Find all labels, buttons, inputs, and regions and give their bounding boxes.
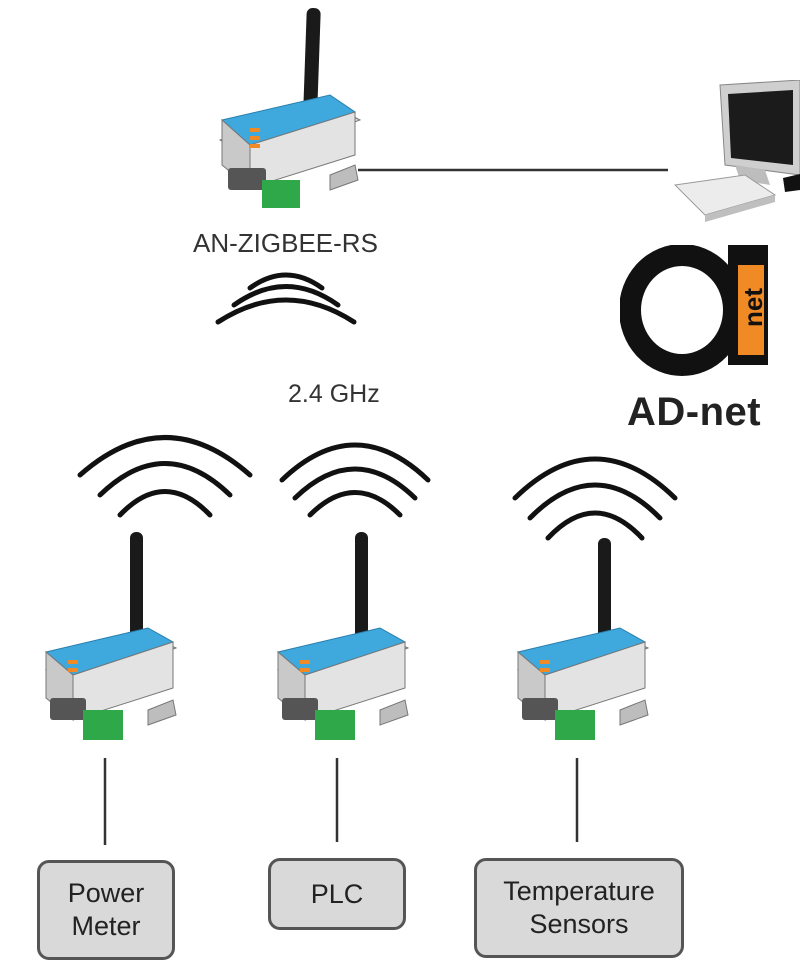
- logo-net-text: net: [737, 288, 768, 327]
- device-3-signal-waves: [512, 456, 678, 541]
- gateway-signal-waves: [215, 272, 357, 325]
- gateway-device: [218, 7, 362, 208]
- frequency-label: 2.4 GHz: [288, 380, 380, 408]
- adnet-logo: [620, 245, 768, 376]
- brand-name: AD-net: [627, 390, 762, 434]
- power-meter-box: Power Meter: [37, 860, 175, 960]
- device-2-signal-waves: [279, 442, 431, 518]
- plc-box: PLC: [268, 858, 406, 930]
- gateway-label: AN-ZIGBEE-RS: [193, 228, 378, 258]
- field-device-2: [276, 532, 410, 740]
- field-device-1: [44, 532, 178, 740]
- field-device-3: [516, 538, 650, 740]
- computer-icon: [673, 80, 800, 222]
- device-1-signal-waves: [77, 435, 253, 518]
- temperature-sensors-box: Temperature Sensors: [474, 858, 684, 958]
